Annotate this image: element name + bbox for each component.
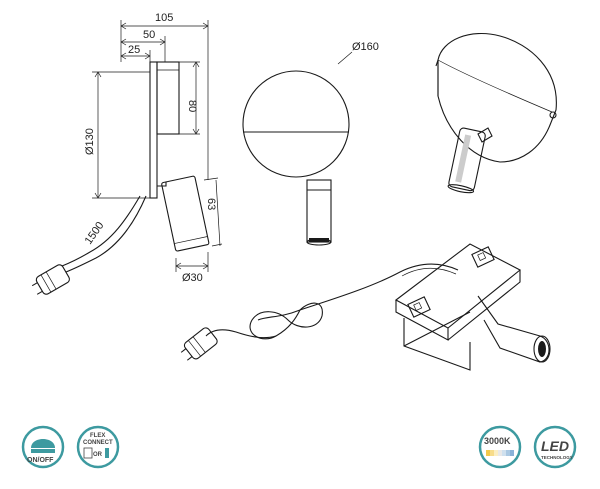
dim-diameter-30-label: Ø30 <box>182 272 203 284</box>
color-temperature-badge: 3000K <box>478 425 522 469</box>
flex-line2: CONNECT <box>83 440 113 446</box>
dim-diameter-160-label: Ø160 <box>352 41 379 53</box>
front-view-lamp: Ø160 <box>242 41 379 246</box>
side-view-lamp <box>31 61 210 295</box>
on-off-badge: ON/OFF <box>21 425 65 469</box>
led-technology-badge: LED TECHNOLOGY <box>533 425 577 469</box>
switch-icon <box>31 439 55 448</box>
plug-icon <box>105 448 109 458</box>
dim-105-label: 105 <box>155 12 173 24</box>
kelvin-label: 3000K <box>484 436 511 446</box>
flex-connect-badge: FLEX CONNECT OR <box>76 425 120 469</box>
dim-diameter-130-label: Ø130 <box>84 128 96 155</box>
on-off-label: ON/OFF <box>27 457 54 464</box>
side-view-dimensions: 105 50 25 80 Ø130 1500 63 Ø30 <box>83 12 223 284</box>
dim-50-label: 50 <box>143 29 155 41</box>
led-sub-label: TECHNOLOGY <box>541 455 573 460</box>
flex-line1: FLEX <box>90 433 105 439</box>
junction-box-icon <box>83 447 93 459</box>
led-label: LED <box>541 438 569 454</box>
perspective-view-lamp <box>435 32 557 194</box>
dim-80-label: 80 <box>186 100 198 112</box>
dim-63-label: 63 <box>205 198 217 210</box>
isometric-view-lamp <box>180 243 551 371</box>
flex-or: OR <box>93 452 103 458</box>
dim-25-label: 25 <box>128 44 140 56</box>
